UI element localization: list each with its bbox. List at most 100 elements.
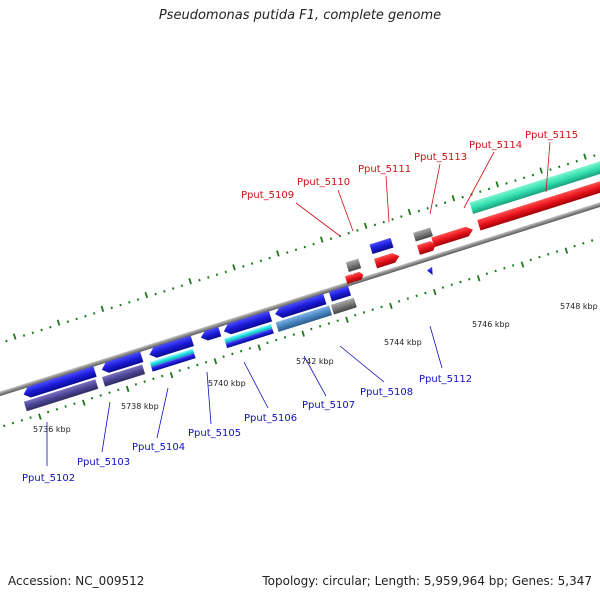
gene-pput-5103[interactable] [102, 364, 146, 387]
minor-tick [566, 162, 570, 166]
tick-row-top [5, 153, 596, 343]
minor-tick [143, 380, 146, 383]
minor-tick [46, 410, 50, 414]
gene-pput-5113[interactable] [413, 227, 433, 242]
gene-label-pput-5108[interactable]: Pput_5108 [360, 387, 413, 398]
gene-label-pput-5102[interactable]: Pput_5102 [22, 473, 75, 484]
gene-pput-5107[interactable] [275, 305, 333, 332]
gene-pput-5104[interactable] [151, 353, 196, 372]
major-tick [100, 305, 105, 312]
gene-label-pput-5106[interactable]: Pput_5106 [244, 413, 297, 424]
gene-label-pput-5110[interactable]: Pput_5110 [297, 177, 350, 188]
minor-tick [424, 291, 427, 295]
gene-pput-5102-upper[interactable] [22, 366, 97, 399]
minor-tick [198, 278, 201, 282]
gene-pput-5110[interactable] [345, 258, 362, 273]
gene-pput-5111[interactable] [369, 237, 394, 255]
minor-tick [73, 402, 76, 406]
minor-tick [538, 255, 541, 259]
minor-tick [558, 165, 561, 169]
minor-tick [163, 289, 166, 293]
gene-pput-5109[interactable] [344, 273, 357, 285]
gene-label-pput-5115[interactable]: Pput_5115 [525, 130, 578, 141]
gene-pput-5103-upper[interactable] [100, 351, 144, 374]
minor-tick [593, 154, 596, 158]
gene-label-pput-5105[interactable]: Pput_5105 [188, 428, 241, 439]
gene-pput-5104-upper[interactable] [148, 335, 194, 360]
gene-pput-5107-upper[interactable] [274, 293, 327, 320]
gene-pput-5113-cds[interactable] [416, 240, 437, 255]
minor-tick [99, 394, 102, 397]
minor-tick [204, 360, 208, 364]
gene-label-pput-5113[interactable]: Pput_5113 [414, 152, 467, 163]
gene-label-pput-5107[interactable]: Pput_5107 [302, 400, 355, 411]
minor-tick [207, 276, 210, 279]
major-tick [389, 302, 393, 310]
forward-strand [344, 148, 600, 285]
minor-tick [380, 305, 383, 309]
minor-tick [178, 369, 181, 372]
gene-pput-5108[interactable] [330, 297, 357, 315]
minor-tick [259, 259, 263, 263]
gene-label-pput-5103[interactable]: Pput_5103 [77, 457, 130, 468]
genome-backbone [0, 188, 600, 404]
gene-pput-5108-upper[interactable] [328, 285, 351, 302]
minor-tick [514, 179, 517, 182]
major-tick [564, 247, 569, 254]
gene-pput-5106[interactable] [225, 328, 274, 349]
gene-label-pput-5114[interactable]: Pput_5114 [469, 140, 522, 151]
kbp-label: 5742 kbp [296, 357, 334, 366]
minor-tick [294, 248, 298, 252]
minor-tick [511, 264, 515, 267]
gene-pput-5105[interactable] [199, 326, 222, 343]
forward-gene-labels [295, 141, 551, 237]
minor-tick [93, 312, 96, 315]
gene-label-pput-5109[interactable]: Pput_5109 [241, 190, 294, 201]
gene-pput-5102[interactable] [23, 379, 99, 412]
map-title: Pseudomonas putida F1, complete genome [158, 8, 442, 23]
major-tick [345, 316, 349, 323]
gene-label-pput-5112[interactable]: Pput_5112 [419, 374, 472, 385]
gene-pput-5106-cyan[interactable] [224, 323, 273, 344]
gene-pput-5111-cds[interactable] [374, 251, 401, 269]
gene-pput-5112[interactable] [426, 266, 434, 276]
minor-tick [415, 294, 418, 298]
minor-tick [222, 355, 225, 359]
gene-pput-5110-cds[interactable] [352, 271, 365, 282]
gene-label-pput-5111[interactable]: Pput_5111 [358, 164, 411, 175]
minor-tick [468, 277, 471, 281]
kbp-scale: 5736 kbp 5738 kbp 5740 kbp 5742 kbp 5744… [33, 302, 598, 434]
major-tick [12, 333, 17, 340]
major-tick [301, 330, 305, 337]
minor-tick [371, 308, 374, 311]
minor-tick [84, 314, 87, 318]
gene-pput-5115-upper[interactable] [469, 148, 600, 214]
major-tick [188, 278, 192, 285]
minor-tick [503, 266, 506, 270]
minor-tick [441, 286, 445, 289]
minor-tick [336, 319, 339, 323]
gene-pput-5104-cyan[interactable] [149, 348, 195, 367]
minor-tick [397, 300, 401, 303]
minor-tick [215, 273, 219, 276]
minor-tick [55, 407, 59, 411]
gene-pput-5115-lower[interactable] [477, 166, 600, 231]
minor-tick [119, 303, 122, 307]
major-tick [125, 385, 130, 393]
minor-tick [134, 383, 138, 386]
minor-tick [20, 419, 23, 422]
major-tick [213, 358, 218, 365]
minor-tick [479, 190, 482, 193]
minor-tick [327, 322, 331, 325]
gene-label-pput-5104[interactable]: Pput_5104 [132, 442, 185, 453]
kbp-label: 5748 kbp [560, 302, 598, 311]
minor-tick [66, 320, 70, 324]
gene-pput-5114[interactable] [431, 225, 474, 248]
minor-tick [31, 331, 34, 335]
minor-tick [29, 416, 32, 419]
minor-tick [180, 284, 184, 288]
minor-tick [248, 347, 252, 350]
kbp-label: 5746 kbp [472, 320, 510, 329]
gene-pput-5106-upper[interactable] [222, 310, 273, 336]
